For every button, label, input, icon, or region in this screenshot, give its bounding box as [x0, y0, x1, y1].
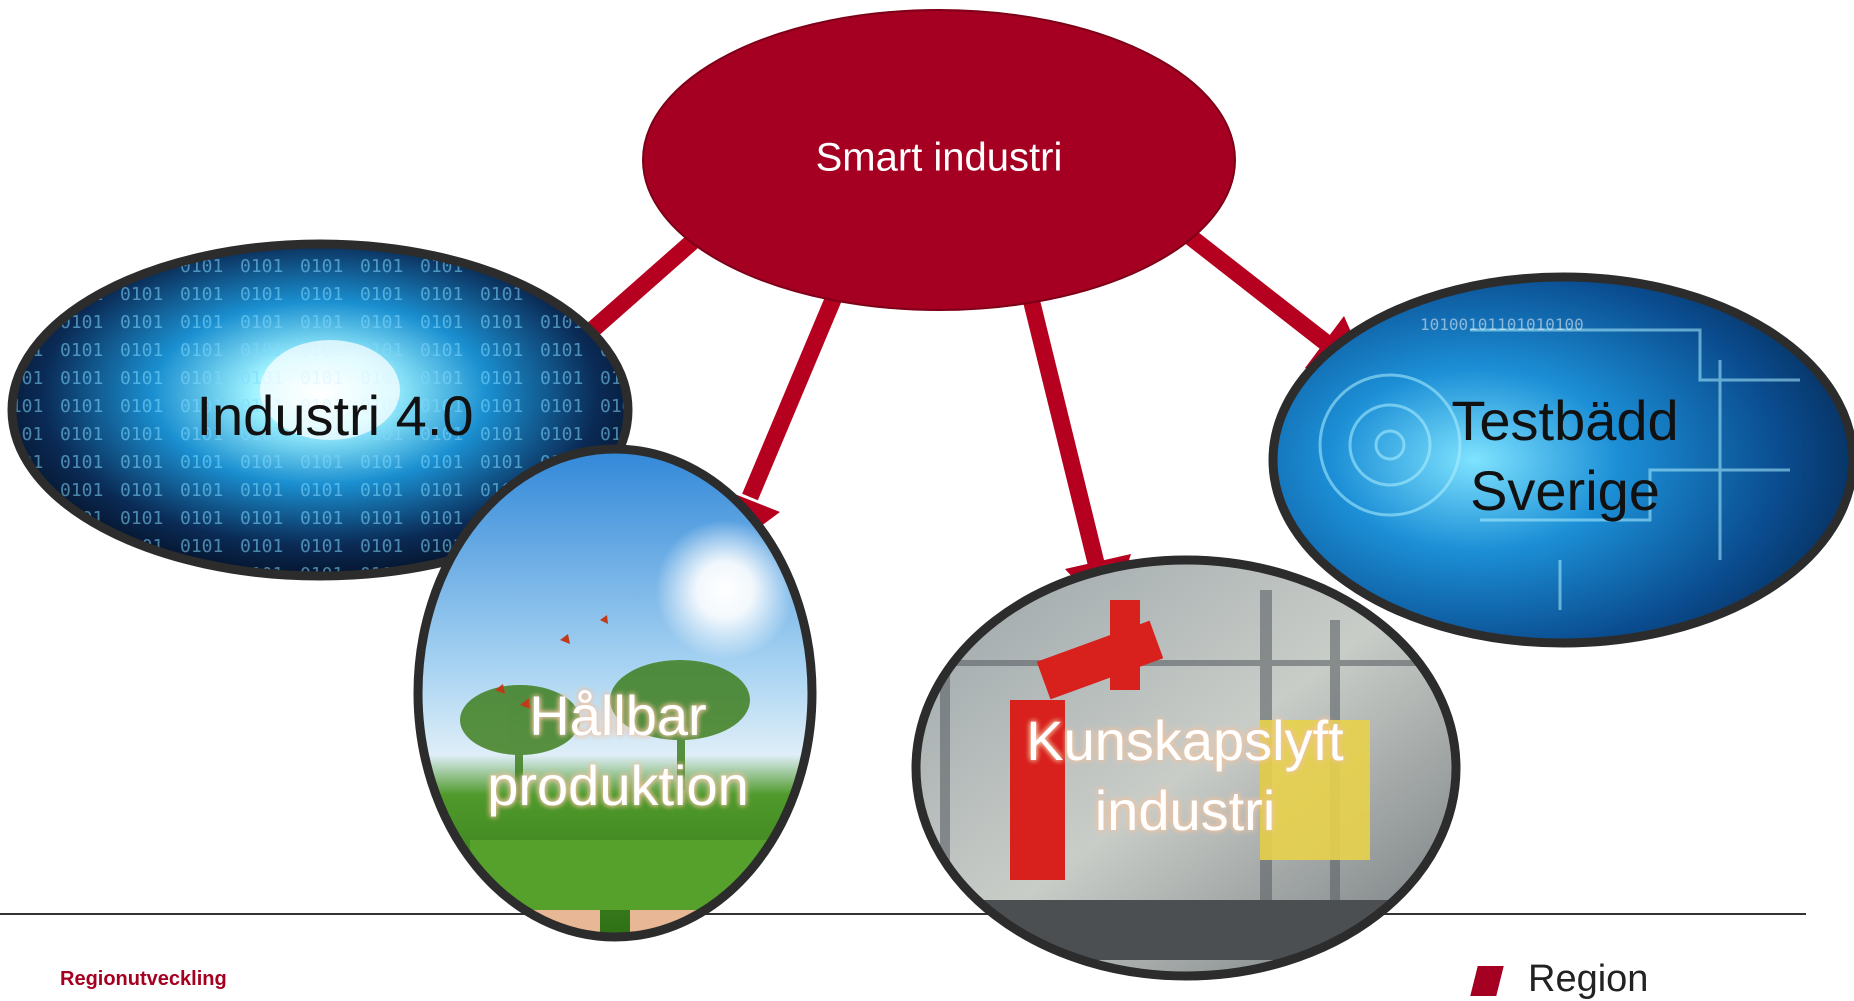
grass-hands-image [418, 449, 812, 937]
testbadd-label-line2: Sverige [1470, 459, 1660, 522]
svg-text:10100101101010100: 10100101101010100 [1420, 315, 1584, 334]
circuit-gears-image: 10100101101010100 [1273, 277, 1853, 643]
binary-tunnel-image [12, 244, 628, 576]
root-node: Smart industri [642, 9, 1236, 311]
node-hallbar-produktion: Hållbar produktion [413, 444, 817, 942]
hallbar-label-line2: produktion [487, 754, 749, 817]
hallbar-label-line1: Hållbar [529, 684, 706, 747]
industri40-label: Industri 4.0 [196, 384, 473, 447]
kunskapslyft-label-line1: Kunskapslyft [1026, 709, 1344, 772]
testbadd-label-line1: Testbädd [1451, 389, 1678, 452]
footer-left-text: Regionutveckling [60, 968, 227, 990]
node-industri40: Industri 4.0 [7, 239, 633, 581]
root-label: Smart industri [816, 136, 1063, 180]
kunskapslyft-label-line2: industri [1095, 779, 1276, 842]
node-testbadd-sverige: 10100101101010100 Testbädd Sverige [1268, 272, 1854, 648]
node-kunskapslyft-industri: Kunskapslyft industri [911, 555, 1461, 981]
region-logo-text: Region [1528, 958, 1649, 1000]
factory-robot-image [916, 560, 1456, 976]
